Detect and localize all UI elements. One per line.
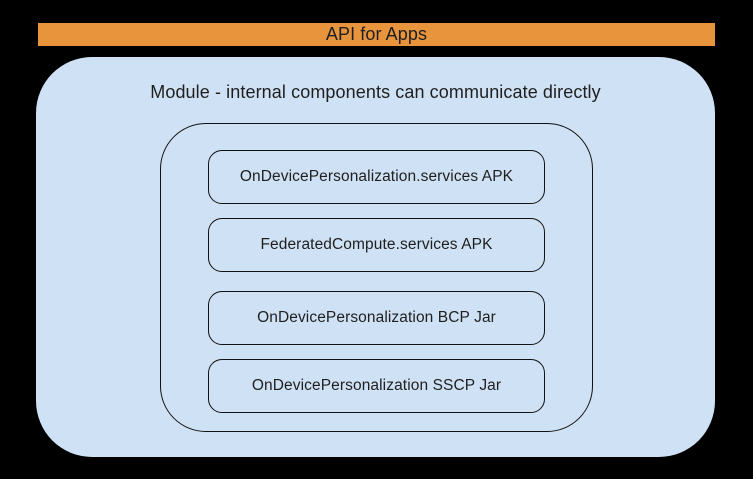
component-box-odp-services-apk: OnDevicePersonalization.services APK: [208, 150, 545, 204]
component-label: OnDevicePersonalization SSCP Jar: [251, 377, 502, 394]
component-box-odp-sscp-jar: OnDevicePersonalization SSCP Jar: [208, 359, 545, 413]
module-container: Module - internal components can communi…: [36, 57, 715, 457]
component-box-odp-bcp-jar: OnDevicePersonalization BCP Jar: [208, 291, 545, 345]
component-label: FederatedCompute.services APK: [260, 236, 493, 253]
api-for-apps-banner: API for Apps: [38, 23, 715, 46]
component-label: OnDevicePersonalization.services APK: [239, 168, 514, 185]
component-label: OnDevicePersonalization BCP Jar: [257, 309, 496, 326]
components-group-outline: [160, 123, 593, 432]
component-box-federatedcompute-services-apk: FederatedCompute.services APK: [208, 218, 545, 272]
api-for-apps-label: API for Apps: [325, 24, 428, 44]
module-title: Module - internal components can communi…: [150, 82, 601, 102]
